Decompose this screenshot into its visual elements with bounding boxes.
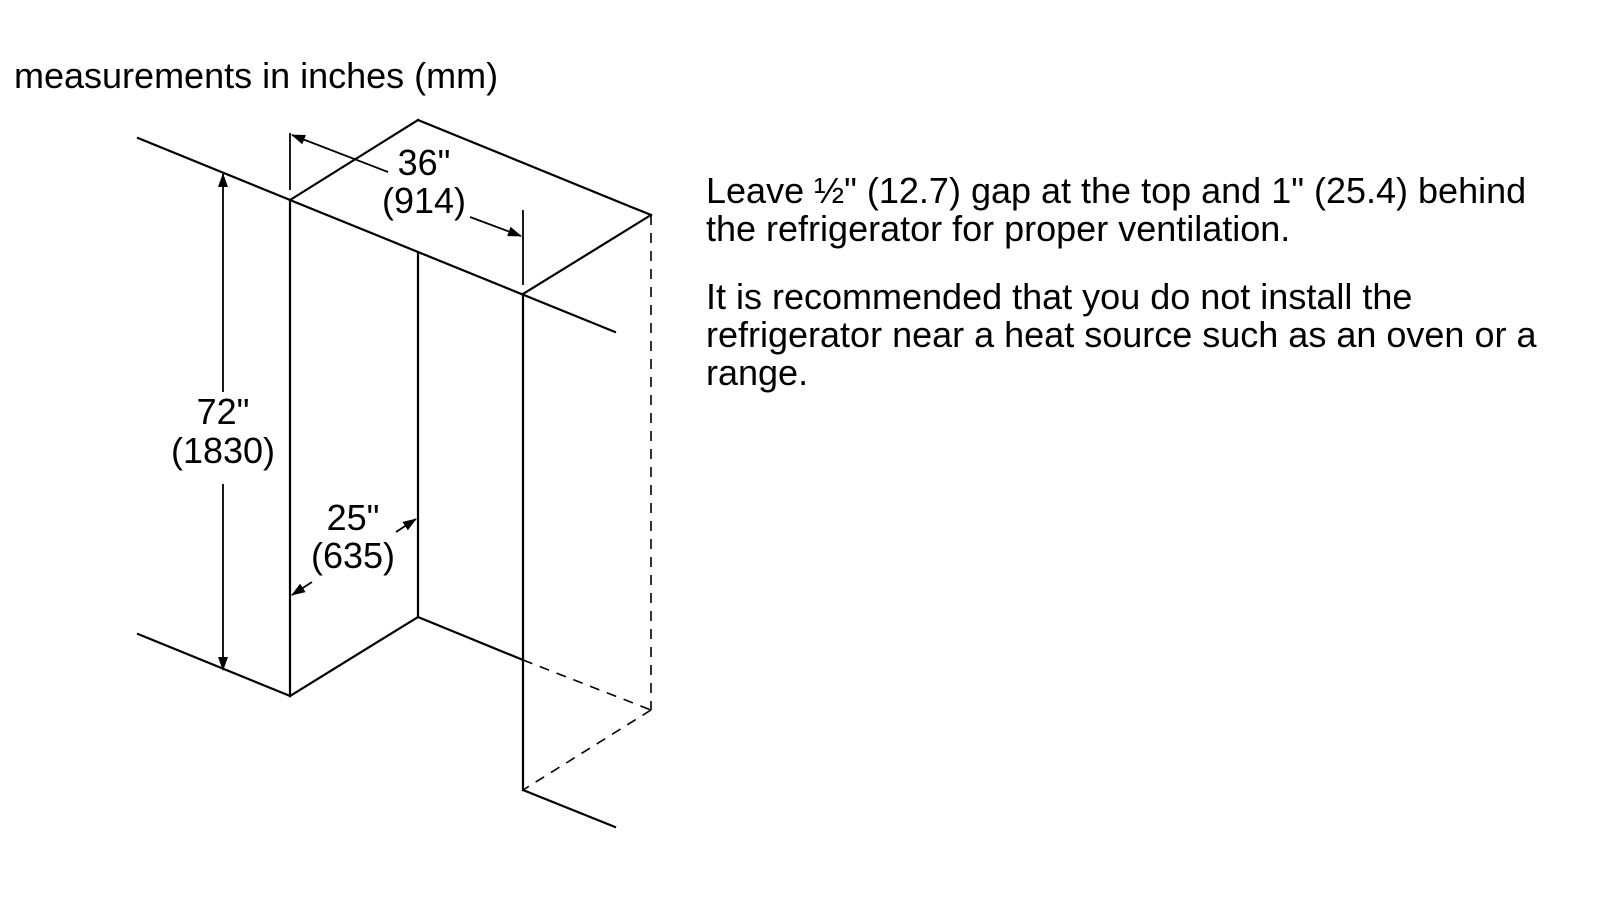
width-arrow-left — [291, 134, 389, 173]
heat-source-note: It is recommended that you do not instal… — [706, 276, 1537, 393]
width-arrow-right — [469, 216, 522, 237]
floor-left-edge — [136, 632, 292, 698]
width-mm-label: (914) — [382, 180, 466, 221]
depth-arrow-bottom — [291, 581, 313, 596]
width-inches-label: 36" — [398, 142, 451, 183]
dimension-labels: 36" (914) 72" (1830) 25" (635) — [171, 142, 466, 576]
installation-notes: Leave ½" (12.7) gap at the top and 1" (2… — [706, 172, 1586, 422]
hidden-floor-back — [522, 659, 652, 711]
dimension-lines — [218, 133, 524, 671]
height-inches-label: 72" — [197, 391, 250, 432]
top-back-left-edge — [288, 118, 420, 202]
floor-right-edge — [521, 788, 617, 829]
top-back-edge — [416, 118, 653, 217]
top-front-edge — [288, 198, 617, 334]
measurement-units-heading: measurements in inches (mm) — [14, 55, 499, 96]
depth-arrow-top — [395, 518, 417, 533]
floor-back-edge — [416, 615, 525, 662]
height-mm-label: (1830) — [171, 430, 275, 471]
depth-inches-label: 25" — [327, 497, 380, 538]
top-back-right-edge — [521, 213, 653, 296]
ventilation-note: Leave ½" (12.7) gap at the top and 1" (2… — [706, 170, 1527, 249]
niche-outline — [136, 118, 653, 829]
hidden-floor-side — [522, 709, 652, 791]
hidden-edges — [522, 215, 652, 791]
top-left-edge — [136, 136, 292, 202]
floor-side-edge — [288, 615, 420, 698]
depth-mm-label: (635) — [311, 535, 395, 576]
